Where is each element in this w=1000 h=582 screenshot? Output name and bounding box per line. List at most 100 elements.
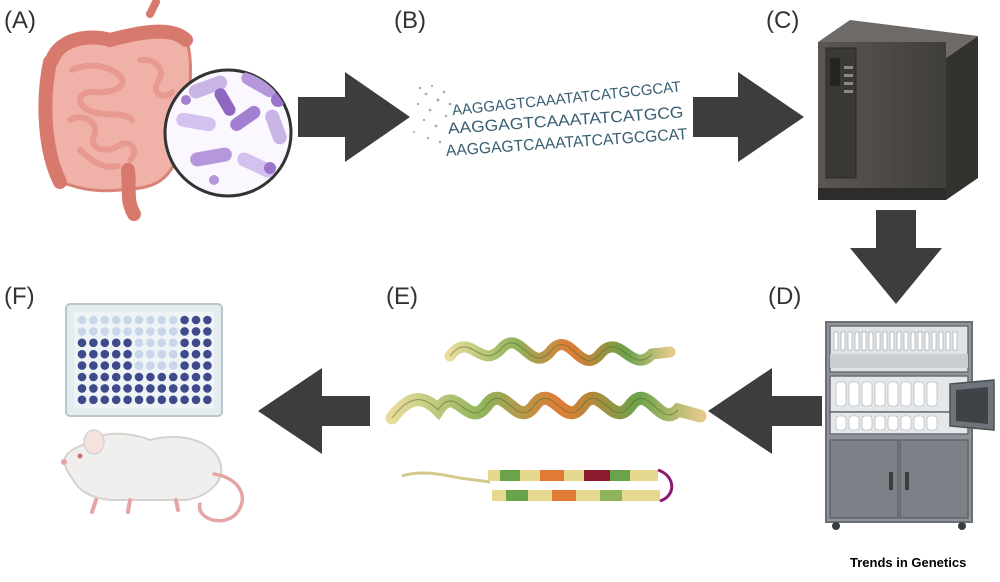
plate-well (180, 361, 189, 370)
plate-well (146, 384, 155, 393)
plate-well (180, 395, 189, 405)
plate-well (123, 327, 132, 336)
plate-well (134, 315, 144, 325)
plate-well (168, 327, 178, 336)
plate-well (111, 372, 121, 382)
plate-well (134, 349, 144, 359)
plate-well (77, 327, 87, 336)
plate-well (180, 327, 189, 336)
plate-well (203, 384, 212, 393)
plate-well (146, 315, 155, 325)
plate-well (77, 395, 87, 405)
plate-well (180, 338, 189, 348)
plate-well (146, 327, 155, 336)
plate-well (134, 338, 144, 348)
panel-label-c: (C) (766, 7, 799, 34)
plate-well (123, 338, 132, 348)
plate-well (191, 338, 201, 348)
plate-well (100, 349, 110, 359)
plate-well (203, 349, 212, 359)
plate-well (123, 349, 132, 359)
plate-well (191, 315, 201, 325)
plate-well (146, 395, 155, 405)
plate-well (134, 361, 144, 370)
plate-well (100, 315, 110, 325)
plate-well (77, 338, 87, 348)
plate-well (123, 315, 132, 325)
plate-well (157, 327, 167, 336)
plate-well (191, 349, 201, 359)
plate-well (168, 384, 178, 393)
plate-well (111, 395, 121, 405)
plate-well (89, 384, 98, 393)
plate-well (100, 327, 110, 336)
plate-well (180, 349, 189, 359)
bacteria-magnified-icon (163, 68, 293, 198)
plate-well (123, 372, 132, 382)
plate-well (123, 361, 132, 370)
plate-well (100, 338, 110, 348)
plate-well (77, 361, 87, 370)
mouse-icon (61, 429, 245, 523)
plate-well (157, 361, 167, 370)
arrow-a-to-b (298, 72, 410, 162)
plate-well (89, 395, 98, 405)
plate-well (168, 349, 178, 359)
plate-well (134, 395, 144, 405)
panel-label-f: (F) (4, 283, 35, 310)
plate-well (89, 349, 98, 359)
plate-well (157, 315, 167, 325)
plate-well (191, 395, 201, 405)
plate-well (77, 372, 87, 382)
peptide-synthesizer-icon (825, 321, 995, 530)
plate-well (89, 372, 98, 382)
plate-well (157, 384, 167, 393)
plate-well (89, 361, 98, 370)
plate-well (134, 327, 144, 336)
plate-well (77, 315, 87, 325)
plate-well (77, 384, 87, 393)
plate-well (203, 372, 212, 382)
plate-well (89, 315, 98, 325)
plate-well (146, 372, 155, 382)
plate-well (146, 361, 155, 370)
plate-well (191, 361, 201, 370)
plate-well (111, 361, 121, 370)
panel-label-e: (E) (386, 283, 418, 310)
plate-well (203, 338, 212, 348)
plate-well (134, 384, 144, 393)
plate-well (89, 327, 98, 336)
panel-label-d: (D) (768, 283, 801, 310)
peptide-structure-icon (385, 337, 707, 503)
intestine-icon (38, 0, 193, 221)
panel-label-b: (B) (394, 7, 426, 34)
plate-well (168, 395, 178, 405)
plate-well (100, 361, 110, 370)
plate-well (123, 384, 132, 393)
plate-well (191, 372, 201, 382)
plate-well (111, 327, 121, 336)
plate-well (168, 338, 178, 348)
plate-well (146, 338, 155, 348)
plate-well (203, 315, 212, 325)
plate-well (180, 315, 189, 325)
plate-well (203, 327, 212, 336)
plate-well (203, 395, 212, 405)
plate-well (100, 395, 110, 405)
plate-well (111, 338, 121, 348)
plate-well (157, 372, 167, 382)
plate-well (157, 395, 167, 405)
plate-well (157, 338, 167, 348)
plate-well (191, 327, 201, 336)
plate-well (111, 384, 121, 393)
arrow-b-to-c (693, 72, 804, 162)
journal-credit: Trends in Genetics (850, 555, 966, 570)
plate-well (203, 361, 212, 370)
dna-sequence-icon: AAGGAGTCAAATATCATGCGCAT AAGGAGTCAAATATCA… (413, 78, 688, 160)
plate-well (100, 372, 110, 382)
plate-well (89, 338, 98, 348)
plate-well (168, 315, 178, 325)
plate-well (180, 372, 189, 382)
plate-well (191, 384, 201, 393)
